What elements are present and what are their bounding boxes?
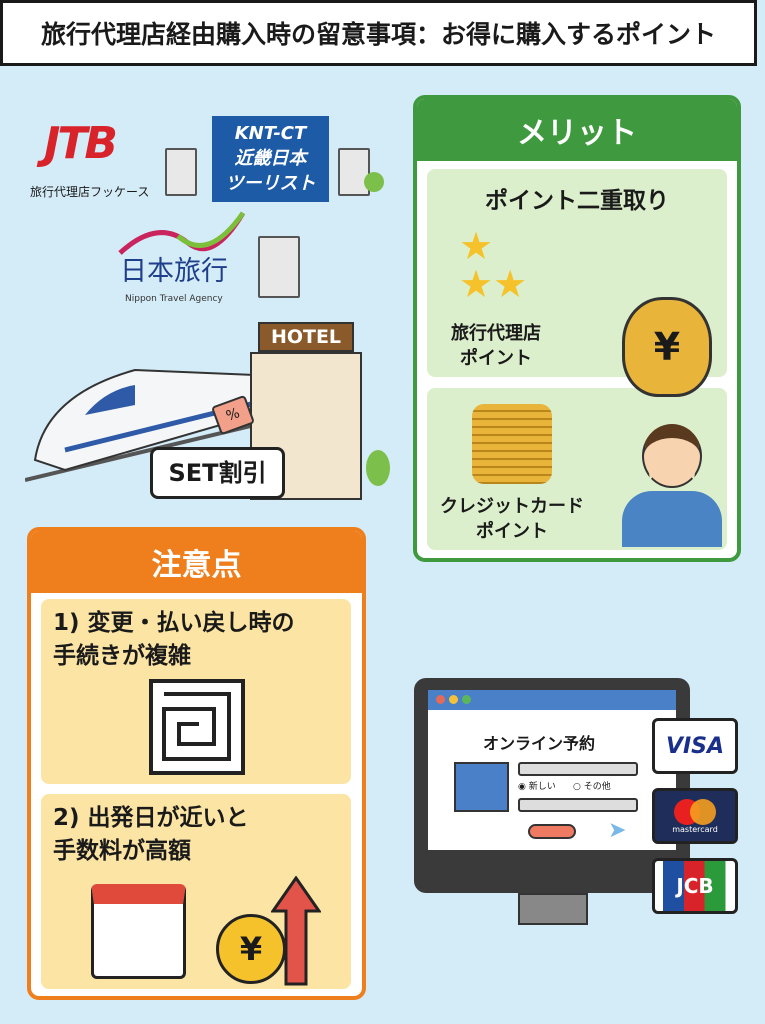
monitor-stand — [518, 893, 588, 925]
page-title: 旅行代理店経由購入時の留意事項：お得に購入するポイント — [0, 0, 757, 66]
merit-panel: メリット ポイント二重取り ★★★ 旅行代理店 ポイント ¥ クレジットカード … — [413, 95, 741, 562]
booking-input-1[interactable] — [518, 762, 638, 776]
calendar-icon — [91, 884, 186, 979]
caution-panel: 注意点 1) 変更・払い戻し時の 手続きが複雑 2) 出発日が近いと 手数料が高… — [27, 527, 366, 1000]
building-icon — [338, 148, 370, 196]
online-booking-heading: オンライン予約 — [483, 734, 596, 753]
caution-item-1-text: 1) 変更・払い戻し時の 手続きが複雑 — [53, 610, 295, 669]
yen-coin-icon: ¥ — [216, 914, 286, 984]
radio-other[interactable]: ○ その他 — [573, 782, 611, 792]
cursor-icon: ➤ — [608, 818, 627, 843]
browser-window: オンライン予約 ◉ 新しい ○ その他 ➤ — [428, 690, 676, 850]
mastercard-orange-circle-icon — [690, 798, 716, 825]
nta-en: Nippon Travel Agency — [125, 294, 223, 304]
radio-new[interactable]: ◉ 新しい — [518, 782, 556, 792]
bullet-train-icon — [25, 368, 256, 482]
maximize-dot-icon — [462, 695, 471, 704]
submit-button[interactable] — [528, 824, 576, 839]
merit-subtitle: ポイント二重取り — [485, 188, 669, 214]
tree-icon — [366, 450, 390, 486]
merit-header: メリット — [417, 99, 737, 161]
minimize-dot-icon — [449, 695, 458, 704]
radio-new-label: 新しい — [528, 782, 556, 792]
person-body — [622, 491, 722, 547]
card-points-label: クレジットカード ポイント — [440, 496, 584, 542]
building-icon — [165, 148, 197, 196]
tree-icon — [364, 172, 384, 192]
browser-titlebar — [428, 690, 676, 710]
caution-item-2: 2) 出発日が近いと 手数料が高額 ¥ — [41, 794, 351, 989]
knt-line3: ツーリスト — [225, 173, 316, 194]
booking-input-2[interactable] — [518, 798, 638, 812]
caution-item-2-text: 2) 出発日が近いと 手数料が高額 — [53, 805, 249, 864]
maze-icon — [149, 679, 245, 775]
mastercard-label: mastercard — [672, 824, 718, 834]
knt-line2: 近畿日本 — [234, 148, 307, 169]
building-icon — [258, 236, 300, 298]
stars-icon: ★★★ — [459, 224, 528, 306]
mastercard-card: mastercard — [652, 788, 738, 844]
nta-swoosh-icon — [118, 211, 246, 255]
hotel-sign: HOTEL — [258, 322, 354, 352]
agency-points-label: 旅行代理店 ポイント — [451, 323, 541, 369]
set-discount-label: SET割引 — [150, 447, 285, 499]
caution-header: 注意点 — [31, 531, 362, 593]
knt-line1: KNT-CT — [234, 123, 307, 144]
booking-image-icon — [454, 762, 509, 812]
knt-logo: KNT-CT 近畿日本 ツーリスト — [212, 116, 329, 202]
jtb-logo: JTB — [44, 118, 118, 169]
coins-icon — [472, 404, 552, 484]
close-dot-icon — [436, 695, 445, 704]
nta-name: 日本旅行 — [120, 256, 228, 287]
happy-person-icon — [642, 424, 702, 488]
jtb-caption: 旅行代理店フッケース — [30, 185, 150, 199]
caution-item-1: 1) 変更・払い戻し時の 手続きが複雑 — [41, 599, 351, 784]
radio-other-label: その他 — [583, 782, 611, 792]
money-bag-icon: ¥ — [622, 297, 712, 397]
jcb-card: JCB — [652, 858, 738, 914]
up-arrow-icon — [271, 876, 321, 986]
visa-card: VISA — [652, 718, 738, 774]
